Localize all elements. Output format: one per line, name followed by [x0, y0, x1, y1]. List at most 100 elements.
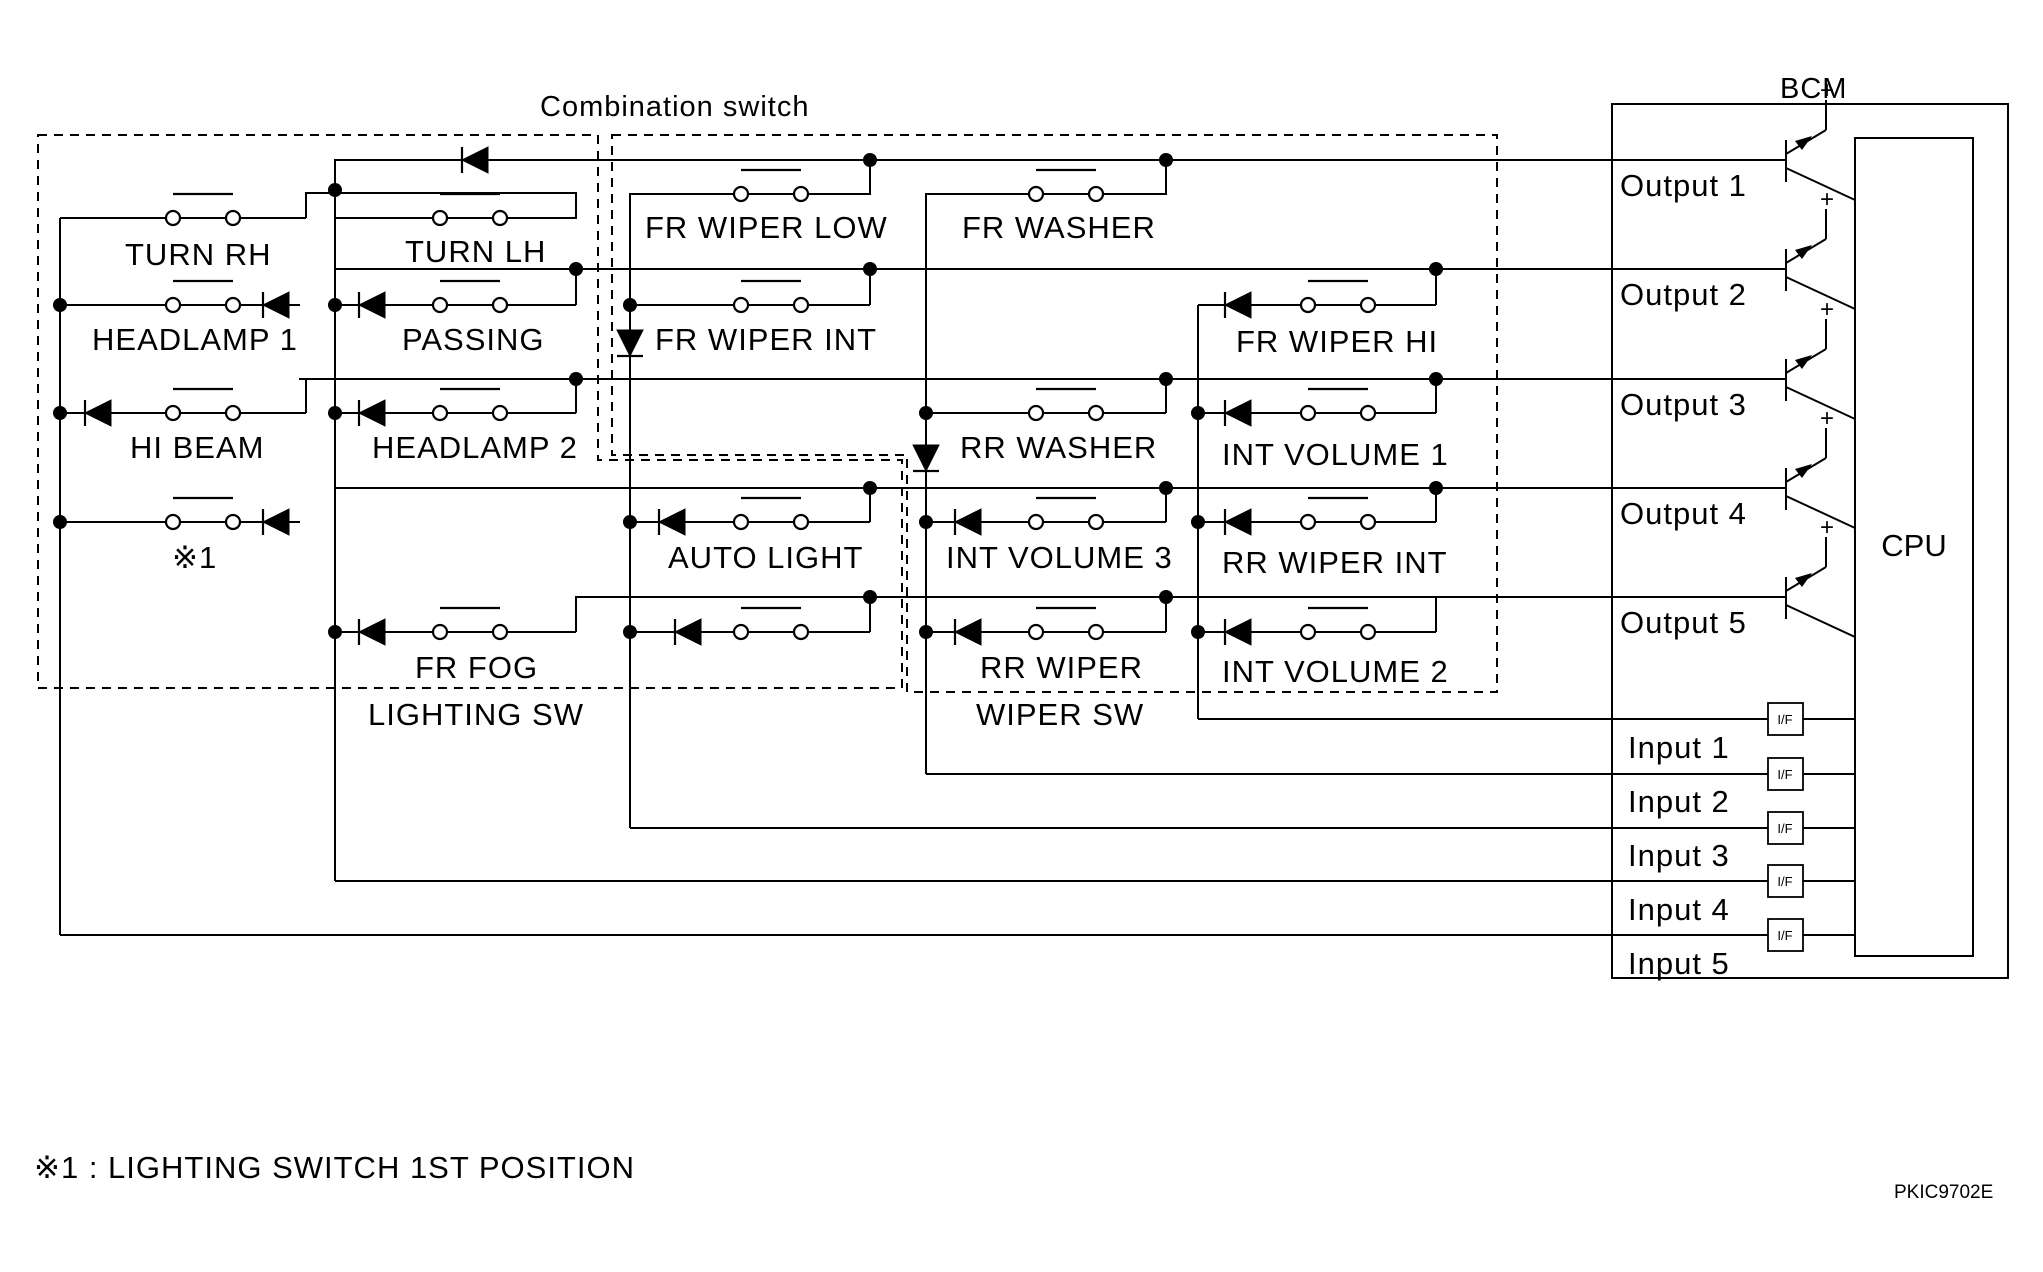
- interface-block-3: I/F: [1767, 811, 1855, 845]
- interface-block-label: I/F: [1777, 821, 1792, 836]
- switch-contacts: [164, 168, 1377, 641]
- interface-block-label: I/F: [1777, 712, 1792, 727]
- interface-blocks: I/F I/F I/F I/F I/F: [1767, 702, 1855, 952]
- int-volume3-label: INT VOLUME 3: [946, 540, 1173, 575]
- fr-washer-switch: [1027, 168, 1105, 203]
- bcm-box: [1611, 103, 2009, 979]
- passing-switch: [431, 279, 509, 314]
- fr-wiper-int-label: FR WIPER INT: [655, 322, 877, 357]
- output-transistor-3: +: [1766, 296, 1856, 420]
- fr-fog-diode: [357, 618, 386, 646]
- rr-washer-label: RR WASHER: [960, 430, 1157, 465]
- cpu-box: [1854, 137, 1974, 957]
- output-transistors: +++++: [1766, 77, 1856, 638]
- auto-light-lower-switch: [732, 606, 810, 641]
- junction-dot: [863, 262, 877, 276]
- fr-wiper-hi-diode: [1223, 291, 1252, 319]
- junction-dot: [919, 625, 933, 639]
- junction-dots: [53, 153, 1443, 639]
- cpu-label: CPU: [1881, 528, 1946, 563]
- input-5-label: Input 5: [1628, 946, 1730, 981]
- fr-fog-label: FR FOG: [415, 650, 538, 685]
- int-volume3-diode: [953, 508, 982, 536]
- interface-block-4: I/F: [1767, 864, 1855, 898]
- transistor-plus-sign: +: [1820, 296, 1834, 323]
- interface-block-label: I/F: [1777, 928, 1792, 943]
- junction-dot: [569, 372, 583, 386]
- wiper-sw-label: WIPER SW: [976, 697, 1144, 732]
- junction-dot: [328, 183, 342, 197]
- int-volume1-switch: [1299, 387, 1377, 422]
- input-2-label: Input 2: [1628, 784, 1730, 819]
- input-1-label: Input 1: [1628, 730, 1730, 765]
- junction-dot: [569, 262, 583, 276]
- fr-wiper-hi-label: FR WIPER HI: [1236, 324, 1438, 359]
- fr-fog-switch: [431, 606, 509, 641]
- headlamp1-diode: [261, 291, 290, 319]
- turn-lh-label: TURN LH: [405, 234, 546, 269]
- junction-dot: [863, 481, 877, 495]
- figure-code: PKIC9702E: [1894, 1182, 1993, 1203]
- junction-dot: [623, 515, 637, 529]
- int-volume2-diode: [1223, 618, 1252, 646]
- output-5-label: Output 5: [1620, 605, 1747, 640]
- fr-wiper-low-switch: [732, 168, 810, 203]
- rr-wiper-switch: [1027, 606, 1105, 641]
- turn-rh-label: TURN RH: [125, 237, 272, 272]
- output-transistor-2: +: [1766, 186, 1856, 310]
- auto-light-lower-diode: [673, 618, 702, 646]
- passing-label: PASSING: [402, 322, 545, 357]
- rr-wiper-int-switch: [1299, 496, 1377, 531]
- junction-dot: [1429, 262, 1443, 276]
- int-volume2-label: INT VOLUME 2: [1222, 654, 1449, 689]
- int-volume2-switch: [1299, 606, 1377, 641]
- int-volume1-diode: [1223, 399, 1252, 427]
- junction-dot: [1159, 481, 1173, 495]
- headlamp1-switch: [164, 279, 242, 314]
- output1-feed-diode: [460, 146, 489, 174]
- rr-washer-switch: [1027, 387, 1105, 422]
- junction-dot: [53, 298, 67, 312]
- output-1-label: Output 1: [1620, 168, 1747, 203]
- hi-beam-label: HI BEAM: [130, 430, 264, 465]
- junction-dot: [623, 625, 637, 639]
- auto-light-label: AUTO LIGHT: [668, 540, 863, 575]
- transistor-plus-sign: +: [1820, 514, 1834, 541]
- junction-dot: [328, 625, 342, 639]
- junction-dot: [53, 515, 67, 529]
- fr-wiper-int-switch: [732, 279, 810, 314]
- interface-block-2: I/F: [1767, 757, 1855, 791]
- junction-dot: [1429, 481, 1443, 495]
- wiper-switch-enclosure: [611, 134, 1498, 693]
- rr-wiper-int-label: RR WIPER INT: [1222, 545, 1448, 580]
- input-4-label: Input 4: [1628, 892, 1730, 927]
- bcm-title: BCM: [1780, 73, 1847, 105]
- rr-wiper-diode: [953, 618, 982, 646]
- junction-dot: [53, 406, 67, 420]
- junction-dot: [863, 153, 877, 167]
- junction-dot: [1159, 153, 1173, 167]
- junction-dot: [863, 590, 877, 604]
- auto-light-switch: [732, 496, 810, 531]
- junction-dot: [1191, 625, 1205, 639]
- input-lines: [60, 718, 1768, 936]
- output-3-label: Output 3: [1620, 387, 1747, 422]
- junction-dot: [919, 406, 933, 420]
- hi-beam-diode: [83, 399, 112, 427]
- headlamp2-label: HEADLAMP 2: [372, 430, 578, 465]
- junction-dot: [1191, 515, 1205, 529]
- turn-lh-switch: [431, 192, 509, 227]
- fr-wiper-int-diode: [616, 329, 644, 358]
- transistor-plus-sign: +: [1820, 186, 1834, 213]
- combination-switch-title: Combination switch: [540, 91, 809, 123]
- note1-label: ※1: [172, 540, 217, 575]
- input-3-label: Input 3: [1628, 838, 1730, 873]
- transistor-plus-sign: +: [1820, 405, 1834, 432]
- fr-washer-label: FR WASHER: [962, 210, 1156, 245]
- footnote: ※1 : LIGHTING SWITCH 1ST POSITION: [34, 1150, 635, 1185]
- rr-washer-diode: [912, 444, 940, 473]
- interface-block-1: I/F: [1767, 702, 1855, 736]
- diodes: [83, 146, 1252, 646]
- rr-wiper-int-diode: [1223, 508, 1252, 536]
- headlamp1-label: HEADLAMP 1: [92, 322, 298, 357]
